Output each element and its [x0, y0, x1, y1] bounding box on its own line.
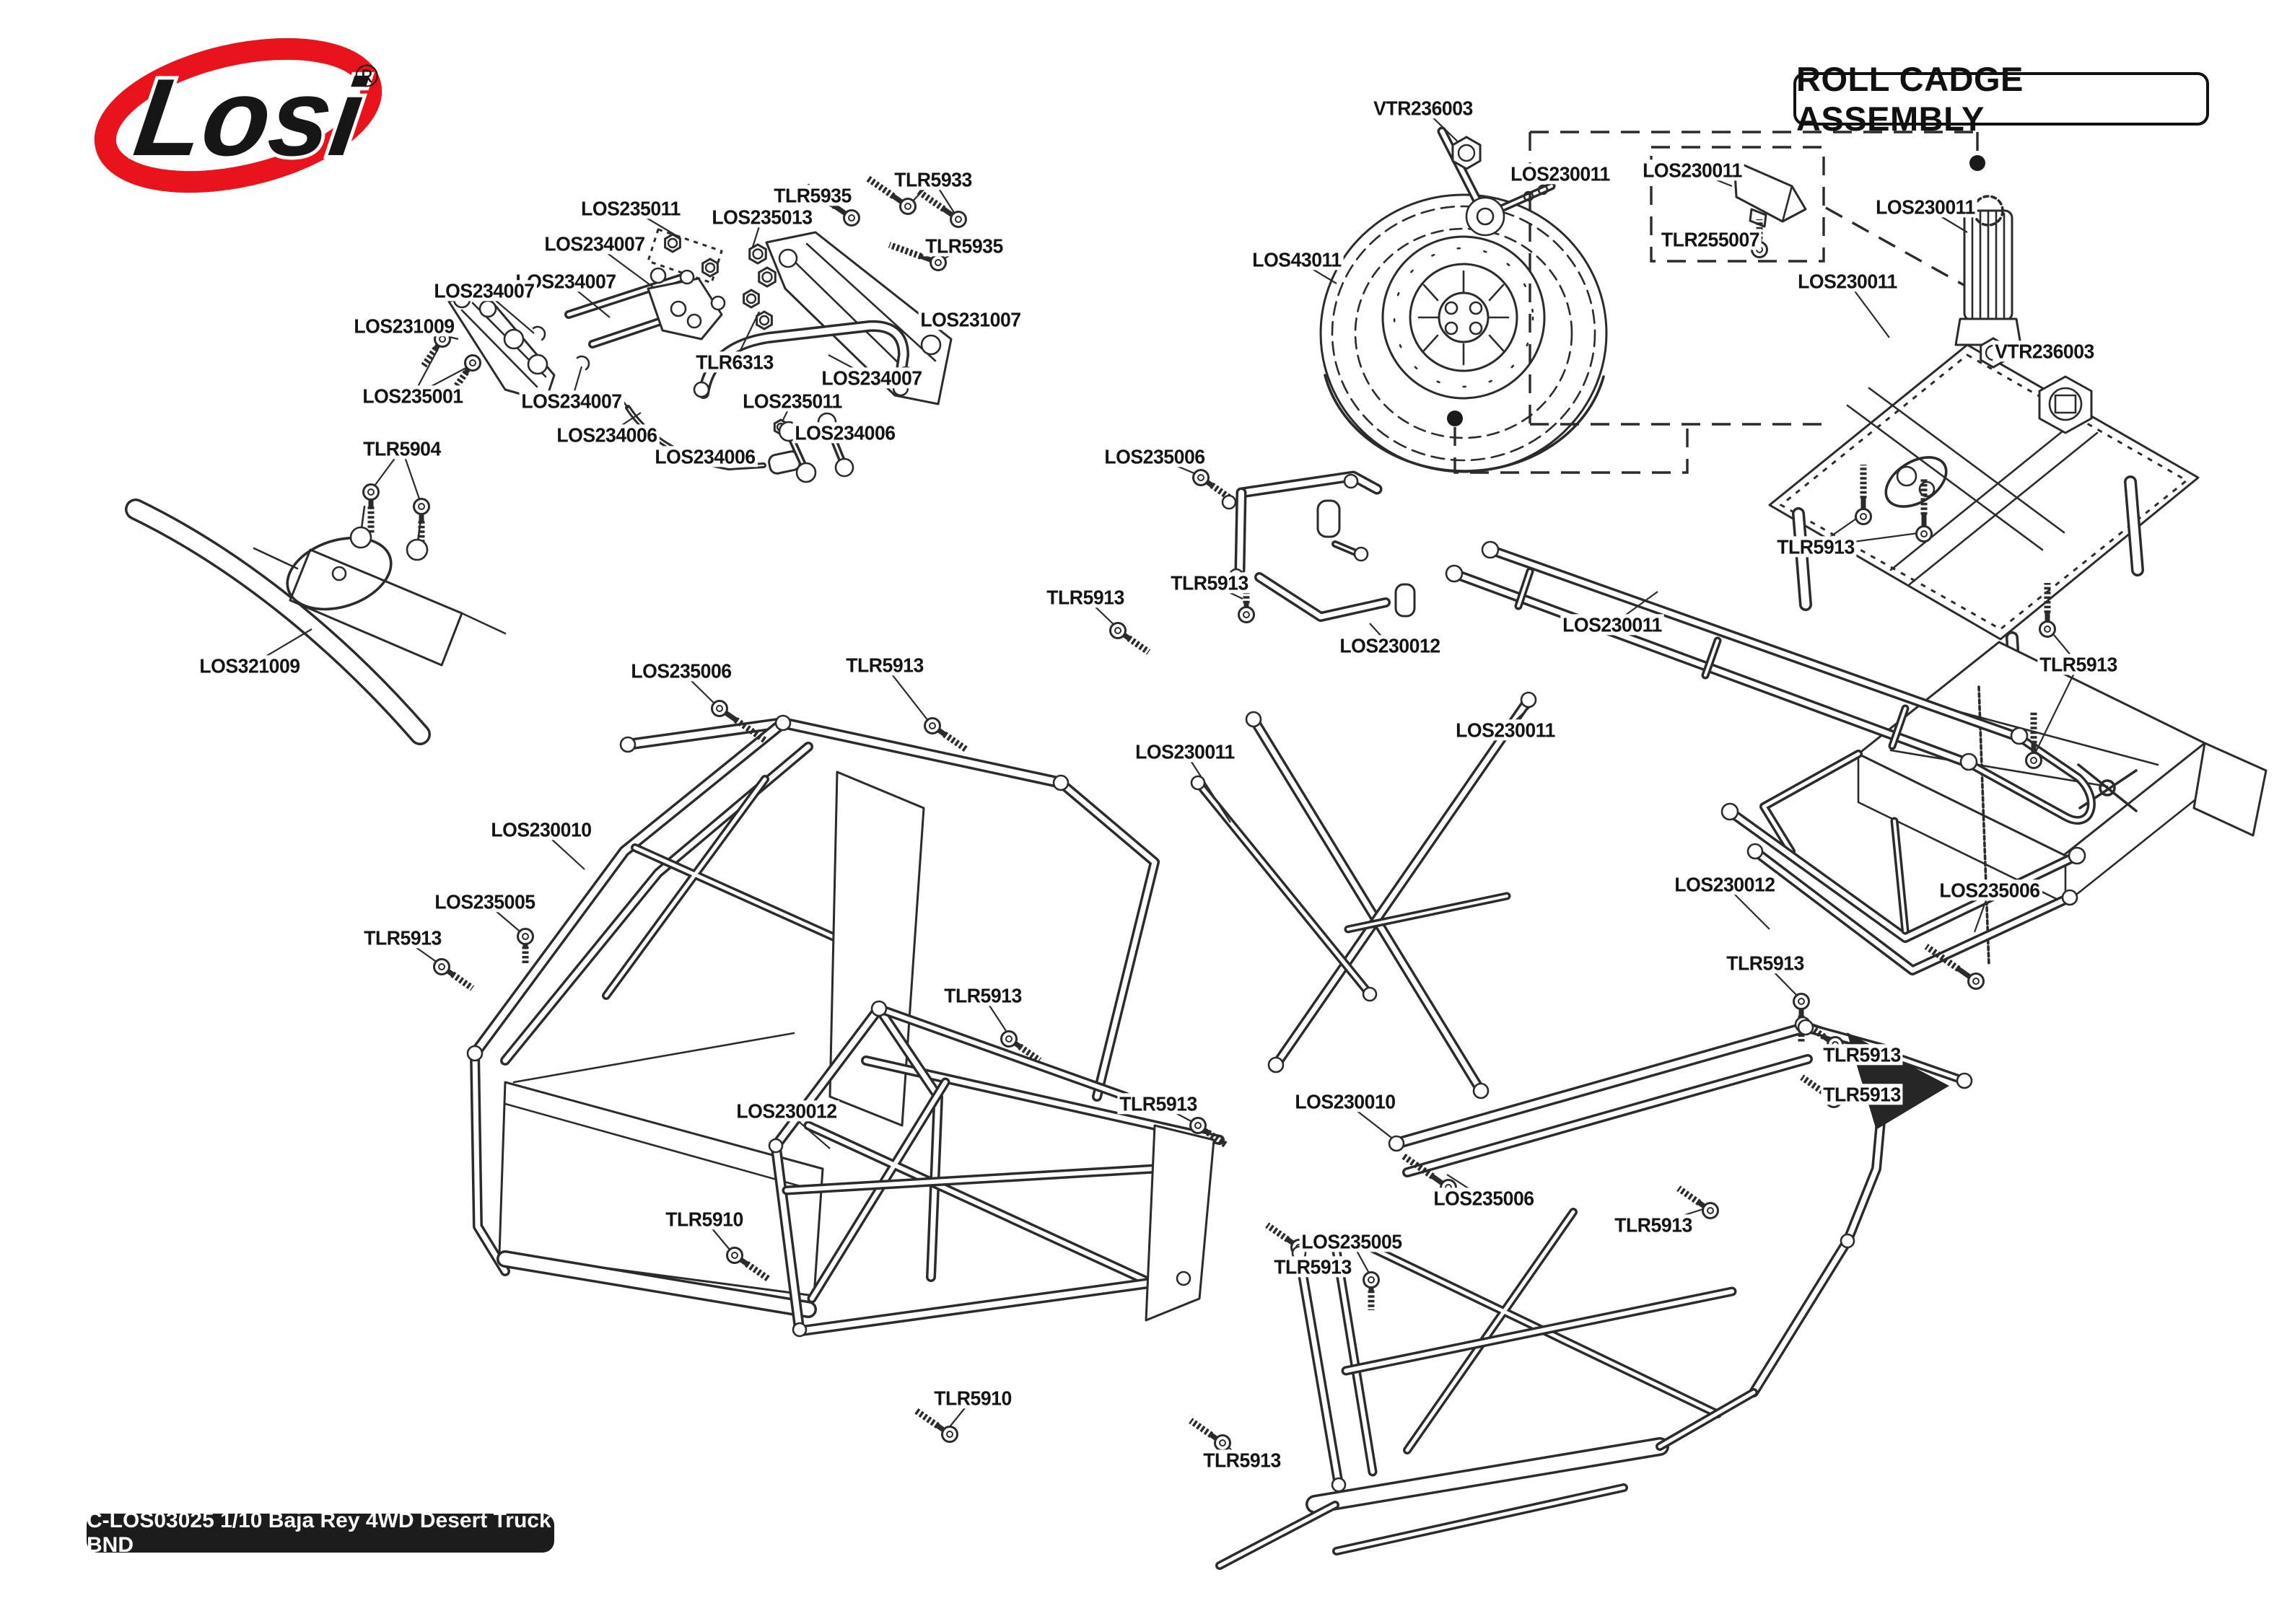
- part-label: TLR5913: [1821, 1084, 1903, 1105]
- part-label: TLR5913: [1168, 572, 1251, 594]
- x-brace-tubes-LOS230011: [1194, 695, 1534, 1096]
- part-label: TLR5913: [1821, 1044, 1903, 1066]
- bed-frame-LOS230011: [1449, 545, 2096, 825]
- diagram-title: ROLL CADGE ASSEMBLY: [1796, 60, 2024, 138]
- part-label: TLR5913: [2037, 654, 2120, 675]
- part-label: LOS235006: [1937, 879, 2042, 901]
- part-label: TLR5910: [663, 1208, 745, 1230]
- part-label: LOS234007: [819, 367, 924, 389]
- part-label: VTR236003: [1371, 97, 1475, 119]
- front-bumper-assembly: [125, 499, 507, 745]
- part-label: LOS231009: [351, 315, 457, 337]
- part-label: TLR5913: [362, 927, 444, 949]
- part-label: LOS230011: [1453, 719, 1557, 741]
- part-label: LOS230010: [1293, 1091, 1398, 1112]
- part-label: LOS230012: [734, 1100, 839, 1122]
- wheel-spokes: [1417, 270, 1510, 366]
- part-label: TLR5913: [1272, 1256, 1354, 1278]
- part-label: LOS230012: [1337, 635, 1443, 657]
- losi-logo: Losi ®: [94, 38, 382, 193]
- part-label: LOS230011: [1796, 271, 1899, 292]
- part-label: VTR236003: [1993, 341, 2096, 362]
- part-label: LOS234006: [652, 446, 758, 468]
- part-label: TLR5913: [942, 985, 1024, 1006]
- front-cage-LOS230010: [469, 717, 1225, 1318]
- part-label: LOS234007: [542, 233, 647, 255]
- spare-tire-assembly: [1319, 126, 1608, 473]
- part-label: TLR5933: [892, 169, 974, 190]
- part-label: LOS235006: [629, 660, 734, 682]
- kit-code-box: C-LOS03025 1/10 Baja Rey 4WD Desert Truc…: [87, 1509, 554, 1557]
- mid-frame-LOS230012: [1234, 470, 1416, 622]
- part-label: TLR5935: [923, 235, 1005, 257]
- registered-mark: ®: [355, 58, 378, 94]
- part-label: LOS231007: [918, 309, 1023, 330]
- part-label: LOS230011: [1133, 741, 1237, 763]
- dashed-option-boxes: [1453, 131, 1979, 474]
- part-label: TLR5913: [1117, 1093, 1199, 1115]
- part-label: LOS235005: [1299, 1231, 1404, 1252]
- part-label: LOS230010: [489, 819, 594, 840]
- steering-bellcrank: [1440, 129, 1483, 210]
- part-label: TLR5913: [1724, 952, 1806, 974]
- part-label: LOS235005: [432, 891, 538, 913]
- part-label: LOS235013: [709, 206, 815, 228]
- part-label: TLR5913: [1775, 536, 1857, 558]
- part-label: LOS234007: [432, 280, 537, 302]
- diagram-title-box: ROLL CADGE ASSEMBLY: [1793, 60, 2209, 138]
- center-cage-LOS230012: [770, 1003, 1215, 1337]
- part-label: LOS43011: [1250, 249, 1344, 271]
- part-label: TLR5913: [1201, 1449, 1283, 1471]
- part-label: LOS235001: [360, 385, 465, 407]
- part-label: LOS234006: [554, 424, 660, 446]
- roof-panel-assembly: [1759, 343, 2268, 967]
- part-label: LOS230012: [1672, 874, 1777, 895]
- part-label: TLR255007: [1659, 229, 1762, 250]
- light-pod-LOS230011: [1733, 159, 1807, 228]
- part-label: TLR5910: [932, 1387, 1014, 1409]
- part-label: LOS235006: [1431, 1188, 1536, 1209]
- part-label: LOS235006: [1102, 446, 1207, 468]
- part-label: TLR5904: [361, 438, 443, 460]
- part-label: LOS321009: [197, 655, 302, 677]
- part-label: TLR5913: [1612, 1214, 1694, 1236]
- part-label: LOS235011: [579, 198, 683, 219]
- rear-arms-LOS230012: [1725, 807, 2082, 1085]
- light-bar-LOS230011: [1954, 195, 2022, 346]
- kit-code-label: C-LOS03025 1/10 Baja Rey 4WD Desert Truc…: [87, 1509, 551, 1557]
- part-label: TLR5913: [1044, 587, 1127, 608]
- part-label: TLR6313: [694, 351, 776, 373]
- fuel-cap: [2038, 375, 2093, 434]
- losi-logo-text: Losi: [128, 57, 373, 179]
- part-label: LOS235011: [740, 390, 844, 412]
- part-label: LOS234006: [792, 422, 898, 444]
- part-label: LOS234007: [519, 390, 624, 412]
- part-label: LOS230011: [1560, 614, 1664, 636]
- part-label: TLR5935: [771, 185, 854, 206]
- part-label: LOS230011: [1508, 163, 1612, 185]
- part-label: LOS230011: [1873, 196, 1977, 218]
- part-label: TLR5913: [844, 654, 926, 676]
- part-label: LOS230011: [1640, 159, 1744, 181]
